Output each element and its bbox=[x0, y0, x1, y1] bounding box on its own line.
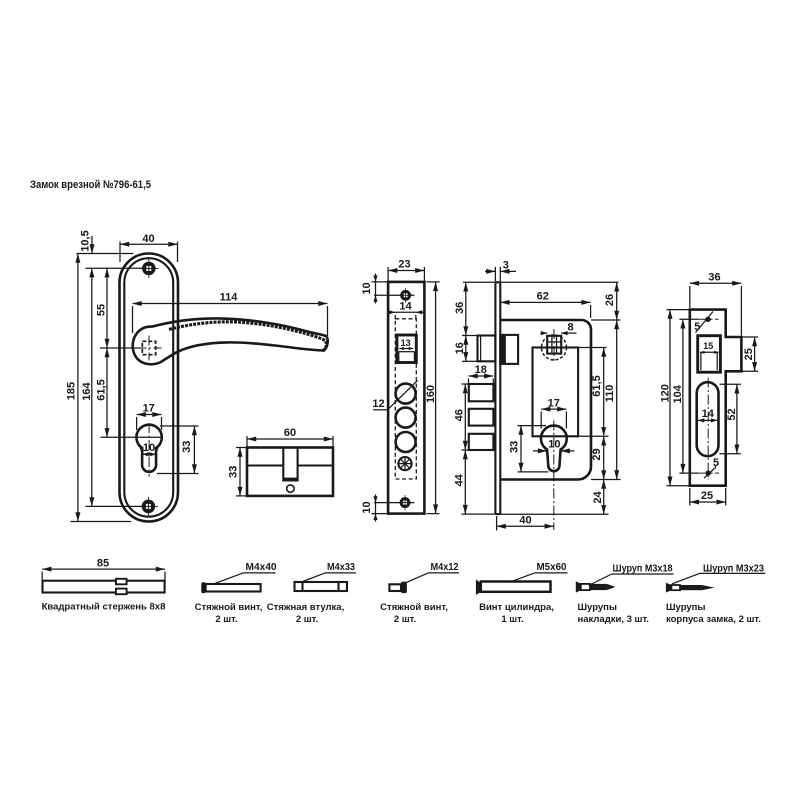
svg-text:23: 23 bbox=[398, 259, 410, 271]
svg-text:8: 8 bbox=[567, 321, 573, 333]
svg-text:26: 26 bbox=[604, 294, 616, 306]
svg-text:85: 85 bbox=[97, 557, 109, 569]
svg-text:62: 62 bbox=[537, 291, 549, 303]
svg-text:33: 33 bbox=[508, 441, 520, 453]
svg-text:Шуруп М3х23: Шуруп М3х23 bbox=[703, 564, 764, 575]
svg-text:10,5: 10,5 bbox=[80, 230, 92, 251]
svg-text:Шурупы: Шурупы bbox=[666, 602, 706, 613]
svg-text:33: 33 bbox=[181, 441, 193, 453]
svg-text:10: 10 bbox=[361, 282, 373, 294]
svg-text:55: 55 bbox=[95, 304, 107, 316]
svg-text:накладки, 3 шт.: накладки, 3 шт. bbox=[578, 614, 649, 625]
svg-text:10: 10 bbox=[143, 442, 155, 454]
svg-text:3: 3 bbox=[503, 260, 509, 272]
svg-text:17: 17 bbox=[143, 402, 155, 414]
svg-text:46: 46 bbox=[453, 409, 465, 421]
svg-text:104: 104 bbox=[672, 384, 684, 403]
svg-text:5: 5 bbox=[713, 457, 719, 469]
svg-text:61,5: 61,5 bbox=[95, 379, 107, 400]
svg-text:1 шт.: 1 шт. bbox=[501, 614, 523, 625]
svg-text:Стяжная втулка,: Стяжная втулка, bbox=[267, 602, 344, 613]
svg-text:12: 12 bbox=[372, 398, 384, 410]
svg-text:2 шт.: 2 шт. bbox=[394, 614, 416, 625]
svg-text:24: 24 bbox=[592, 491, 604, 504]
svg-text:М5х60: М5х60 bbox=[537, 562, 567, 573]
svg-text:110: 110 bbox=[604, 385, 616, 403]
svg-text:14: 14 bbox=[702, 408, 715, 420]
svg-text:61,5: 61,5 bbox=[591, 375, 603, 396]
svg-text:36: 36 bbox=[454, 302, 466, 314]
svg-text:корпуса замка, 2 шт.: корпуса замка, 2 шт. bbox=[666, 614, 761, 625]
svg-text:25: 25 bbox=[743, 348, 755, 360]
svg-text:13: 13 bbox=[401, 338, 411, 348]
svg-text:2 шт.: 2 шт. bbox=[296, 614, 318, 625]
svg-text:36: 36 bbox=[708, 272, 720, 284]
svg-text:Шурупы: Шурупы bbox=[578, 602, 618, 613]
svg-text:2 шт.: 2 шт. bbox=[215, 614, 237, 625]
svg-text:17: 17 bbox=[548, 397, 560, 409]
svg-text:М4х12: М4х12 bbox=[431, 562, 459, 573]
svg-text:Квадратный стержень 8х8: Квадратный стержень 8х8 bbox=[42, 602, 166, 613]
svg-text:120: 120 bbox=[659, 384, 671, 402]
svg-text:52: 52 bbox=[726, 408, 738, 420]
svg-text:10: 10 bbox=[548, 439, 560, 451]
svg-text:Замок врезной №796-61,5: Замок врезной №796-61,5 bbox=[30, 179, 151, 191]
svg-text:44: 44 bbox=[453, 473, 465, 486]
svg-text:164: 164 bbox=[81, 381, 93, 400]
svg-text:40: 40 bbox=[142, 233, 154, 245]
svg-text:16: 16 bbox=[454, 342, 466, 354]
svg-text:29: 29 bbox=[591, 448, 603, 460]
svg-text:18: 18 bbox=[475, 364, 487, 376]
svg-text:14: 14 bbox=[399, 301, 412, 313]
svg-text:Стяжной винт,: Стяжной винт, bbox=[380, 602, 448, 613]
svg-text:160: 160 bbox=[425, 385, 437, 403]
svg-text:40: 40 bbox=[519, 514, 531, 526]
svg-text:114: 114 bbox=[220, 292, 239, 304]
svg-text:60: 60 bbox=[284, 427, 296, 439]
svg-text:5: 5 bbox=[694, 321, 700, 333]
svg-text:25: 25 bbox=[701, 490, 713, 502]
svg-text:М4х40: М4х40 bbox=[246, 562, 277, 573]
svg-text:Шуруп М3х18: Шуруп М3х18 bbox=[613, 564, 673, 575]
svg-text:10: 10 bbox=[361, 501, 373, 513]
svg-text:М4х33: М4х33 bbox=[327, 562, 355, 573]
svg-text:15: 15 bbox=[703, 341, 713, 351]
svg-text:Винт цилиндра,: Винт цилиндра, bbox=[479, 602, 554, 613]
svg-text:185: 185 bbox=[65, 382, 77, 400]
svg-text:Стяжной винт,: Стяжной винт, bbox=[195, 602, 263, 613]
svg-text:33: 33 bbox=[227, 466, 239, 478]
